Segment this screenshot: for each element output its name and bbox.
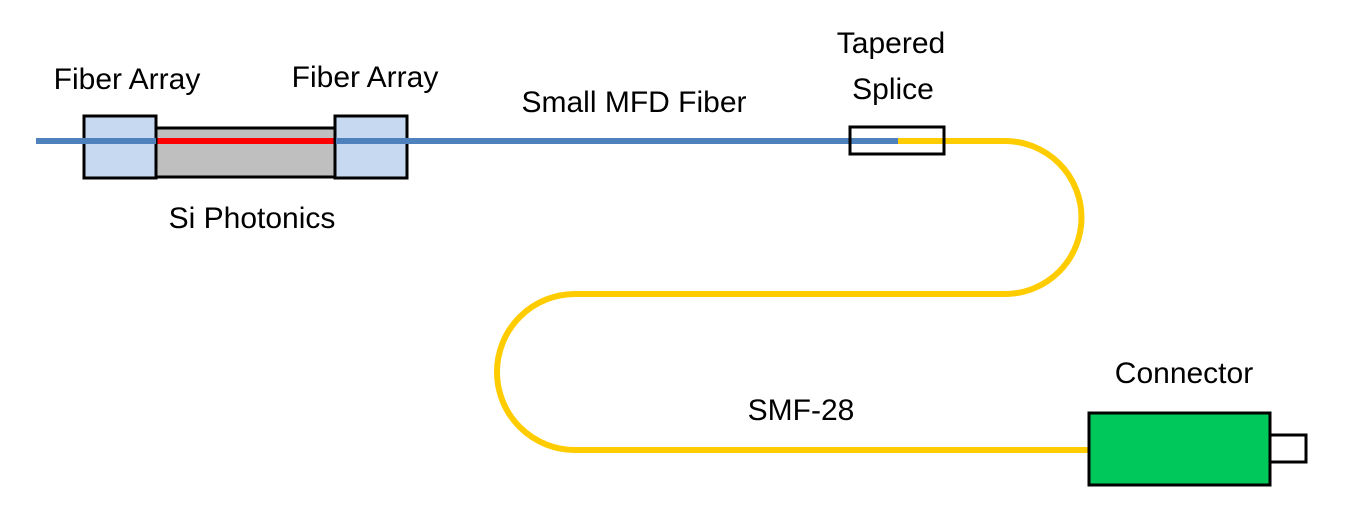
fiber-array-left-block xyxy=(82,114,158,180)
label-connector: Connector xyxy=(1115,357,1253,390)
label-tapered: Tapered xyxy=(837,27,945,60)
smf28-fiber xyxy=(494,138,1090,453)
label-si-photonics: Si Photonics xyxy=(169,202,336,235)
label-small-mfd-fiber: Small MFD Fiber xyxy=(521,86,746,119)
fiber-array-right-block xyxy=(333,114,409,180)
tapered-splice-housing xyxy=(848,125,946,156)
si-photonics-chip xyxy=(148,126,342,179)
label-fiber-array-right: Fiber Array xyxy=(292,61,439,94)
label-splice: Splice xyxy=(852,73,934,106)
connector-body xyxy=(1087,411,1272,487)
label-smf28: SMF-28 xyxy=(748,394,855,427)
label-fiber-array-left: Fiber Array xyxy=(54,63,201,96)
connector-ferrule xyxy=(1268,433,1308,464)
